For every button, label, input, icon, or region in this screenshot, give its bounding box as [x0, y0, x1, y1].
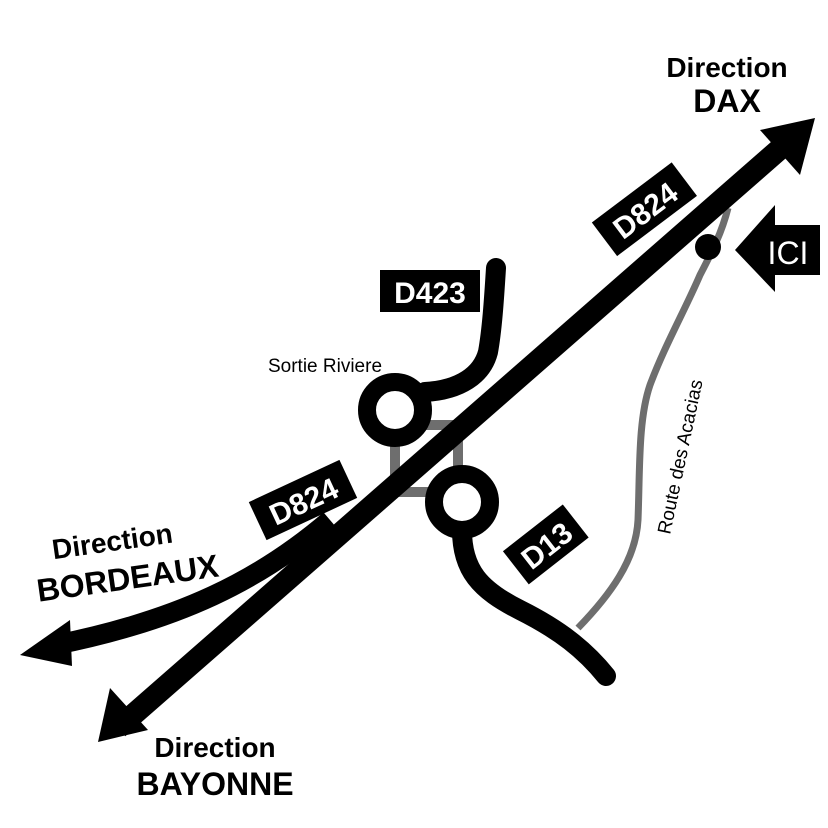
bayonne-direction-label: Direction — [154, 732, 275, 763]
roundabout-north — [358, 373, 432, 447]
arrow-bordeaux-icon — [20, 620, 72, 666]
bayonne-name-label: BAYONNE — [136, 766, 293, 802]
location-dot-icon — [695, 234, 721, 260]
d423-road — [415, 258, 506, 402]
exit-label: Sortie Riviere — [268, 356, 382, 377]
d423-shield: D423 — [380, 270, 480, 312]
d824-main-road — [110, 131, 798, 737]
acacias-road-label: Route des Acacias — [654, 378, 707, 536]
arrow-bayonne-icon — [98, 688, 148, 742]
d13-shield: D13 — [502, 504, 589, 585]
ici-arrow-icon — [735, 205, 820, 292]
svg-text:D423: D423 — [394, 277, 466, 310]
ici-label: ICI — [768, 235, 809, 271]
bordeaux-branch-road — [53, 512, 337, 655]
route-des-acacias-road — [575, 207, 732, 631]
dax-name-label: DAX — [693, 83, 761, 119]
dax-direction-label: Direction — [666, 52, 787, 83]
arrow-dax-icon — [760, 118, 815, 175]
d13-road — [452, 520, 616, 686]
roundabout-south — [425, 465, 499, 539]
